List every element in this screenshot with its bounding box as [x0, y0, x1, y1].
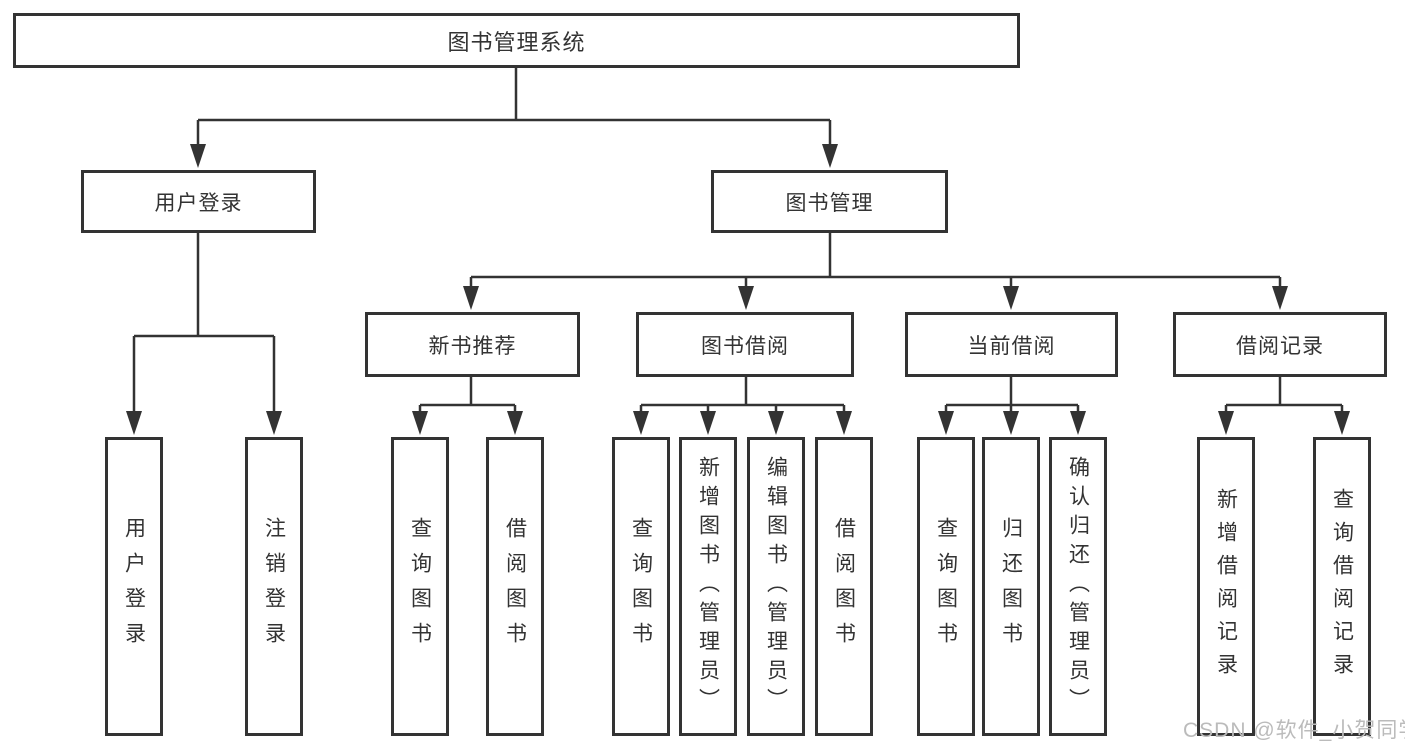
node-nbr-query-books: 查询图书 [391, 437, 449, 736]
connector-line [639, 377, 846, 419]
arrowhead-icon [836, 411, 852, 435]
node-label: 查询图书 [408, 516, 432, 657]
node-bb-borrow-books: 借阅图书 [815, 437, 873, 736]
node-nbr-borrow-books: 借阅图书 [486, 437, 544, 736]
node-system-root: 图书管理系统 [13, 13, 1020, 68]
node-cb-return-books: 归还图书 [982, 437, 1040, 736]
node-bb-edit-books-admin: 编辑图书（管理员） [747, 437, 805, 736]
arrowhead-icon [266, 411, 282, 435]
arrowhead-icon [190, 144, 206, 168]
node-br-add-record: 新增借阅记录 [1197, 437, 1255, 736]
node-label: 用户登录 [154, 191, 243, 215]
arrowhead-icon [1218, 411, 1234, 435]
node-bb-add-books-admin: 新增图书（管理员） [679, 437, 737, 736]
node-label: 图书借阅 [701, 334, 789, 358]
node-new-book-recommend: 新书推荐 [365, 312, 580, 377]
node-label: 当前借阅 [967, 334, 1056, 358]
node-label: 图书管理 [785, 191, 874, 215]
arrowhead-icon [507, 411, 523, 435]
connector-line [132, 233, 276, 419]
connector-book-borrow-split [633, 377, 852, 435]
arrowhead-icon [1334, 411, 1350, 435]
arrowhead-icon [738, 286, 754, 310]
node-book-borrowing: 图书借阅 [636, 312, 854, 377]
node-logout-leaf: 注销登录 [245, 437, 303, 736]
arrowhead-icon [463, 286, 479, 310]
arrowhead-icon [768, 411, 784, 435]
node-cb-query-books: 查询图书 [917, 437, 975, 736]
arrowhead-icon [1003, 286, 1019, 310]
node-label: 查询图书 [629, 516, 653, 657]
node-label: 新增借阅记录 [1214, 487, 1238, 686]
node-label: 图书管理系统 [447, 29, 586, 55]
connector-records-split [1218, 377, 1350, 435]
arrowhead-icon [938, 411, 954, 435]
node-label: 查询借阅记录 [1330, 487, 1354, 686]
connector-system-split [190, 68, 838, 168]
node-book-management-branch: 图书管理 [711, 170, 948, 233]
node-current-borrowing: 当前借阅 [905, 312, 1118, 377]
connector-line [196, 68, 832, 152]
arrowhead-icon [1003, 411, 1019, 435]
connector-line [418, 377, 517, 419]
node-br-query-record: 查询借阅记录 [1313, 437, 1371, 736]
connector-line [469, 233, 1282, 294]
node-label: 注销登录 [262, 516, 286, 657]
node-label: 借阅图书 [832, 516, 856, 657]
node-label: 查询图书 [934, 516, 958, 657]
connector-book-mgmt-split [463, 233, 1288, 310]
arrowhead-icon [1070, 411, 1086, 435]
node-label: 新书推荐 [428, 334, 517, 358]
connector-current-borrow-split [938, 377, 1086, 435]
connector-new-book-split [412, 377, 523, 435]
node-user-login-leaf: 用户登录 [105, 437, 163, 736]
arrowhead-icon [1272, 286, 1288, 310]
arrowhead-icon [633, 411, 649, 435]
connector-user-login-split [126, 233, 282, 435]
node-label: 编辑图书（管理员） [764, 456, 788, 717]
arrowhead-icon [700, 411, 716, 435]
connector-line [1224, 377, 1344, 419]
node-label: 用户登录 [122, 516, 146, 657]
node-borrowing-records: 借阅记录 [1173, 312, 1387, 377]
arrowhead-icon [126, 411, 142, 435]
node-cb-confirm-return-admin: 确认归还（管理员） [1049, 437, 1107, 736]
node-label: 确认归还（管理员） [1066, 456, 1090, 717]
node-label: 新增图书（管理员） [696, 456, 720, 717]
connector-line [944, 377, 1080, 419]
csdn-watermark: CSDN @软件_小贺同学 [1183, 719, 1405, 742]
node-label: 归还图书 [999, 516, 1023, 657]
arrowhead-icon [822, 144, 838, 168]
node-user-login-branch: 用户登录 [81, 170, 316, 233]
node-bb-query-books: 查询图书 [612, 437, 670, 736]
node-label: 借阅记录 [1236, 334, 1324, 358]
node-label: 借阅图书 [503, 516, 527, 657]
arrowhead-icon [412, 411, 428, 435]
